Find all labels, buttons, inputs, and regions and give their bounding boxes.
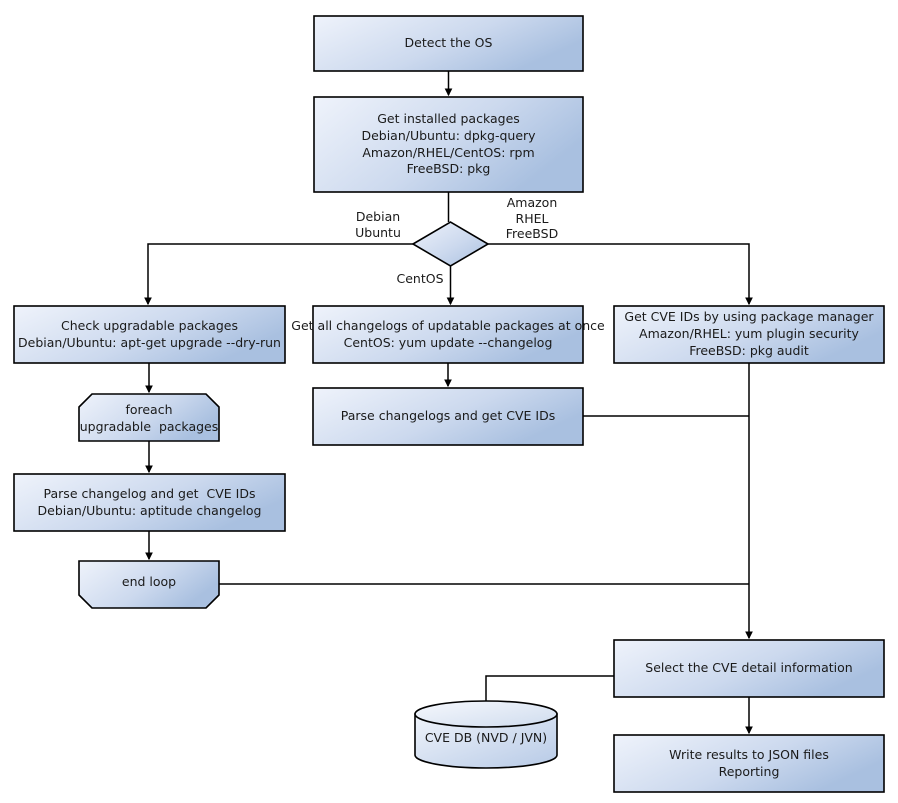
edge-decision-left bbox=[144, 243, 413, 306]
edge-label-centos: CentOS bbox=[396, 271, 444, 286]
node-shape-parse-changelog-single bbox=[13, 473, 286, 532]
node-shape-end-loop bbox=[78, 560, 220, 609]
node-shape-parse-changelogs-multi bbox=[312, 387, 584, 446]
node-shape-get-all-changelogs bbox=[312, 305, 584, 364]
node-shape-detect-os bbox=[313, 15, 584, 72]
edge-decision-right bbox=[488, 243, 753, 306]
node-shape-get-cve-ids-pkgmgr bbox=[613, 305, 885, 364]
edge-label-debian-ubuntu: Debian Ubuntu bbox=[355, 209, 401, 240]
node-shape-get-installed-packages bbox=[313, 96, 584, 193]
edge-cvedb-to-select bbox=[485, 675, 614, 701]
node-shape-check-upgradable bbox=[13, 305, 286, 364]
node-shape-os-decision bbox=[411, 221, 490, 267]
node-shape-write-results bbox=[613, 734, 885, 793]
node-shape-select-cve-detail bbox=[613, 639, 885, 698]
node-shape-cve-db bbox=[414, 700, 558, 769]
node-shape-foreach-loop-start bbox=[78, 393, 220, 442]
edge-label-amazon-rhel-freebsd: Amazon RHEL FreeBSD bbox=[505, 195, 559, 242]
